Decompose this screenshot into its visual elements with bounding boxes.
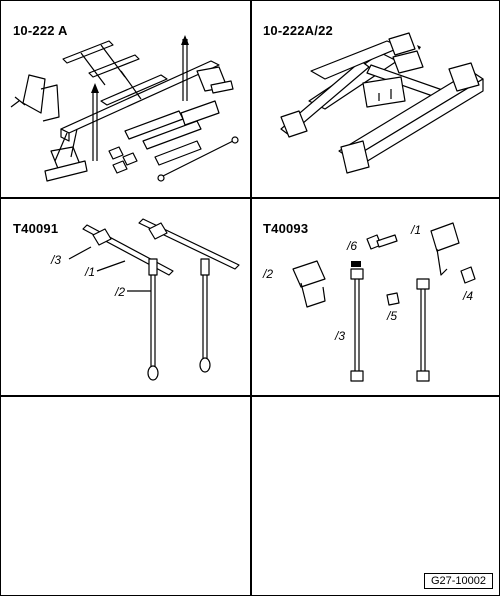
callout-t40093-4: /4 <box>463 289 474 303</box>
tool-illustration-10-222a <box>10 35 239 182</box>
tool-illustration-10-222a-22 <box>280 32 484 174</box>
tool-title-10-222a: 10-222 A <box>13 23 68 38</box>
callout-t40093-5: /5 <box>387 309 398 323</box>
grid-divider-vertical <box>250 1 252 595</box>
callout-t40091-1: /1 <box>85 265 96 279</box>
callout-t40093-3: /3 <box>335 329 346 343</box>
grid-divider-row1 <box>1 197 499 199</box>
callout-t40091-3: /3 <box>51 253 62 267</box>
tool-illustration-t40093 <box>292 222 476 382</box>
callout-t40093-2: /2 <box>263 267 274 281</box>
drawing-code: G27-10002 <box>423 573 493 589</box>
grid-divider-row2 <box>1 395 499 397</box>
empty-cell-left <box>1 397 250 595</box>
callout-t40093-6: /6 <box>347 239 358 253</box>
empty-cell-right <box>252 397 499 595</box>
tool-title-10-222a-22: 10-222A/22 <box>263 23 333 38</box>
tool-title-t40091: T40091 <box>13 221 59 236</box>
tool-title-t40093: T40093 <box>263 221 309 236</box>
tool-illustration-t40091 <box>68 218 240 381</box>
callout-t40093-1: /1 <box>411 223 422 237</box>
callout-t40091-2: /2 <box>115 285 126 299</box>
